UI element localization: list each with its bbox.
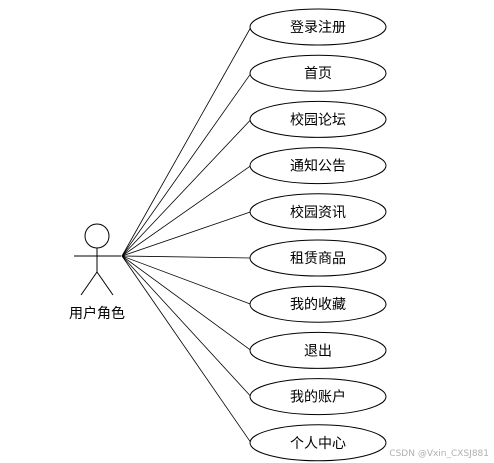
- actor-label: 用户角色: [69, 305, 125, 322]
- use-case-ellipse: [249, 8, 387, 46]
- use-case-label: 退出: [304, 343, 332, 359]
- association-line: [121, 255, 252, 305]
- use-case-node: 校园论坛: [249, 100, 387, 138]
- use-case-node: 登录注册: [249, 8, 387, 46]
- use-case-ellipse: [249, 54, 387, 92]
- association-line: [121, 255, 252, 351]
- use-case-ellipse: [249, 239, 387, 277]
- actor-user-role: 用户角色: [69, 223, 125, 322]
- association-line: [121, 255, 252, 397]
- use-case-node: 我的账户: [249, 378, 387, 416]
- association-line: [121, 72, 252, 257]
- use-case-label: 租赁商品: [290, 251, 346, 267]
- use-case-label: 校园论坛: [290, 111, 346, 128]
- association-line: [121, 211, 252, 257]
- use-case-ellipse: [249, 100, 387, 138]
- use-case-ellipse: [249, 378, 387, 416]
- association-lines: [121, 26, 252, 444]
- use-case-node: 校园资讯: [249, 193, 387, 231]
- use-case-node: 退出: [249, 331, 387, 369]
- actor-right-leg: [96, 271, 114, 296]
- use-case-node: 租赁商品: [249, 239, 387, 277]
- association-line: [121, 255, 252, 444]
- use-case-ellipse: [249, 147, 387, 185]
- use-case-label: 登录注册: [290, 20, 346, 36]
- use-case-label: 校园资讯: [290, 204, 346, 221]
- association-line: [121, 165, 252, 257]
- use-case-label: 我的账户: [290, 389, 346, 406]
- use-case-ellipse: [249, 424, 387, 462]
- use-case-label: 我的收藏: [290, 297, 346, 313]
- association-line: [121, 26, 252, 257]
- use-case-label: 个人中心: [290, 436, 346, 452]
- actor-head: [84, 223, 110, 249]
- use-case-label: 通知公告: [290, 158, 346, 175]
- use-case-node: 个人中心: [249, 424, 387, 462]
- use-case-node: 通知公告: [249, 147, 387, 185]
- use-case-ellipse: [249, 285, 387, 323]
- use-case-node: 首页: [249, 54, 387, 92]
- actor-left-leg: [80, 271, 98, 296]
- association-line: [121, 119, 252, 257]
- use-case-label: 首页: [304, 66, 332, 82]
- use-case-node: 我的收藏: [249, 285, 387, 323]
- association-line: [121, 255, 252, 259]
- use-case-ellipse: [249, 193, 387, 231]
- watermark: CSDN @Vxin_CXSJ881: [389, 449, 489, 459]
- use-case-ellipse: [249, 331, 387, 369]
